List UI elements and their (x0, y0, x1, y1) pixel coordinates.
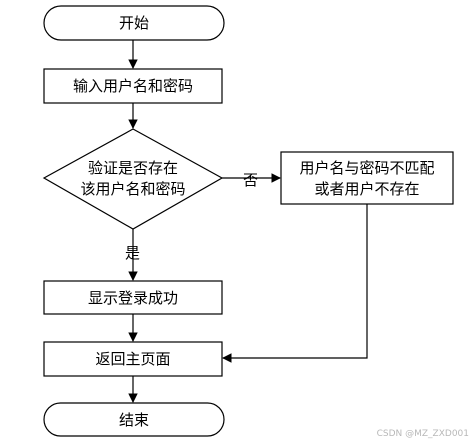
edge-label-yes: 是 (125, 244, 140, 262)
error-message-line2: 或者用户不存在 (314, 180, 419, 198)
verify-decision-line1: 验证是否存在 (88, 159, 178, 177)
input-credentials-node: 输入用户名和密码 (43, 68, 223, 104)
return-main-node: 返回主页面 (43, 341, 223, 377)
start-label: 开始 (119, 14, 149, 32)
watermark-text: CSDN @MZ_ZXD001 (377, 429, 469, 439)
verify-decision-node: 验证是否存在 该用户名和密码 (42, 128, 224, 230)
start-node: 开始 (43, 5, 225, 41)
error-message-node: 用户名与密码不匹配 或者用户不存在 (280, 151, 454, 205)
login-success-node: 显示登录成功 (43, 280, 223, 315)
edge-error-to-back (222, 204, 368, 363)
return-main-label: 返回主页面 (95, 350, 170, 368)
verify-decision-line2: 该用户名和密码 (80, 180, 185, 198)
end-node: 结束 (43, 402, 225, 437)
end-label: 结束 (119, 411, 149, 429)
edge-label-no: 否 (243, 171, 258, 189)
login-success-label: 显示登录成功 (88, 289, 178, 307)
input-credentials-label: 输入用户名和密码 (73, 77, 193, 95)
error-message-line1: 用户名与密码不匹配 (299, 159, 434, 177)
